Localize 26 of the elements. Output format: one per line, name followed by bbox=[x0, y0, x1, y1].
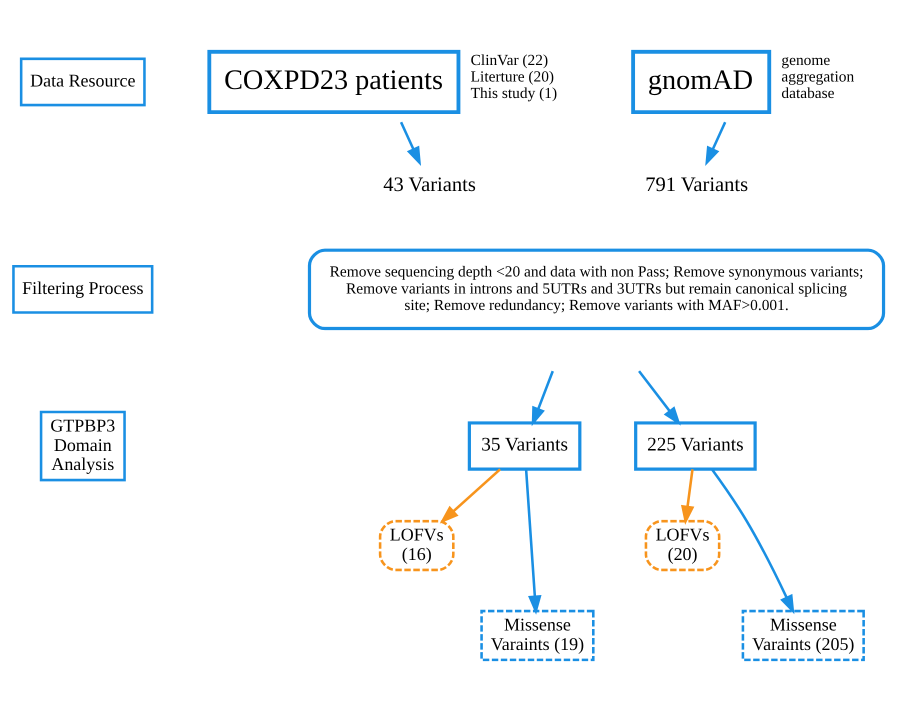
arrow bbox=[638, 370, 681, 426]
node-text: 43 Variants bbox=[383, 174, 476, 196]
node-box: Remove sequencing depth <20 and data with non Pass; Remove synonymous variants; Remove variants in introns and 5UTRs and 3UTRs but remain canonical splicing site; Remove redundancy; Remove variants with MAF>0.001. bbox=[308, 248, 886, 330]
arrow bbox=[440, 468, 501, 524]
node-box: GTPBP3 Domain Analysis bbox=[40, 410, 126, 482]
arrow bbox=[524, 469, 542, 615]
node-box: COXPD23 patients bbox=[207, 50, 460, 114]
node-text: 791 Variants bbox=[645, 174, 748, 196]
arrow bbox=[705, 122, 726, 166]
node-box: LOFVs (20) bbox=[644, 520, 720, 572]
node-box: 35 Variants bbox=[468, 421, 582, 471]
arrow bbox=[680, 469, 694, 525]
arrow bbox=[710, 468, 794, 614]
node-label: This study (1) bbox=[470, 85, 558, 102]
node-box: Filtering Process bbox=[12, 264, 154, 314]
node-label: Literture (20) bbox=[470, 68, 554, 86]
node-box: Missense Varaints (205) bbox=[742, 610, 865, 662]
node-label: ClinVar (22) bbox=[470, 52, 548, 69]
node-box: Missense Varaints (19) bbox=[480, 610, 595, 662]
arrow bbox=[532, 370, 554, 426]
node-box: gnomAD bbox=[631, 50, 772, 114]
node-box: 225 Variants bbox=[634, 421, 757, 471]
node-box: LOFVs (16) bbox=[378, 520, 455, 572]
node-label: genome aggregation database bbox=[781, 52, 854, 102]
node-box: Data Resource bbox=[20, 58, 146, 106]
arrow bbox=[400, 122, 422, 166]
